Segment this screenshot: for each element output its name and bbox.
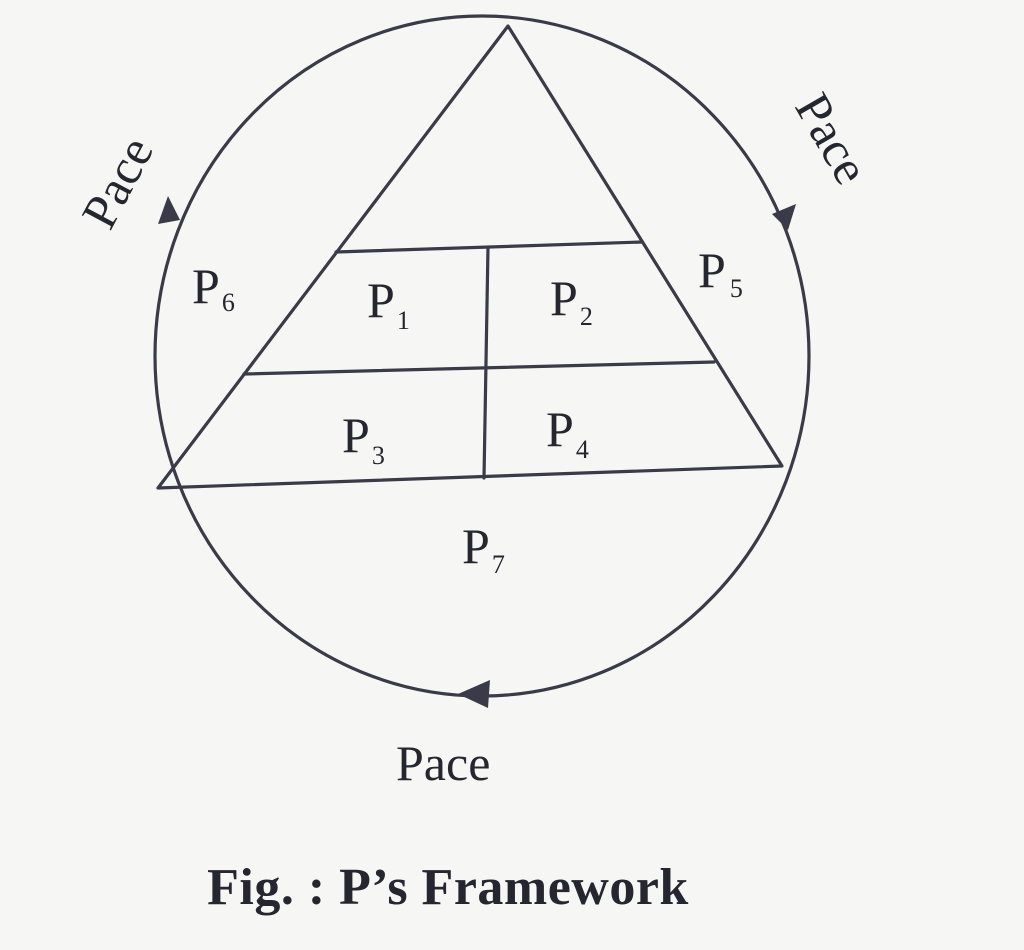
pace-arrow-bottom-icon [458,680,490,708]
framework-triangle [156,24,784,490]
pace-label-right: Pace [784,84,880,194]
triangle-divider-middle [242,360,716,376]
pace-arrow-right-icon [772,204,796,230]
pace-cycle-circle [153,14,811,698]
region-label-p1: P1 [367,272,410,335]
pace-arrow-left-icon [158,196,180,224]
region-label-p3: P3 [342,407,385,470]
region-label-p7: P7 [462,518,505,579]
region-label-p2: P2 [550,270,593,331]
triangle-divider-vertical [482,245,490,480]
pace-label-left: Pace [70,128,164,238]
figure-caption: Fig. : P’s Framework [207,859,689,916]
pace-label-bottom: Pace [396,735,490,791]
region-label-p4: P4 [546,401,589,464]
region-label-p6: P6 [192,258,235,317]
